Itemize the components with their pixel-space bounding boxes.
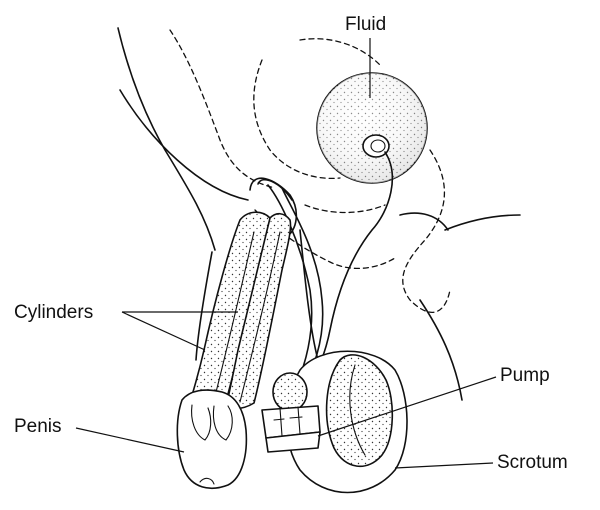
label-pump-group: Pump xyxy=(317,365,550,437)
label-penis: Penis xyxy=(14,416,62,437)
label-cylinders: Cylinders xyxy=(14,302,93,323)
pump xyxy=(261,372,321,453)
leader-scrotum xyxy=(394,462,494,469)
body-outline xyxy=(117,27,521,401)
fluid-reservoir xyxy=(316,72,428,184)
label-penis-group: Penis xyxy=(14,416,185,453)
leader-penis xyxy=(75,427,185,453)
penis-tip xyxy=(176,389,248,489)
leader-cylinders-1 xyxy=(121,311,206,351)
scrotum xyxy=(286,350,408,494)
label-fluid: Fluid xyxy=(345,14,386,35)
leader-pump xyxy=(317,376,497,437)
label-cylinders-group: Cylinders xyxy=(14,302,238,351)
label-scrotum-group: Scrotum xyxy=(394,452,568,473)
label-fluid-group: Fluid xyxy=(345,14,386,98)
label-pump: Pump xyxy=(500,365,550,386)
label-scrotum: Scrotum xyxy=(497,452,568,473)
